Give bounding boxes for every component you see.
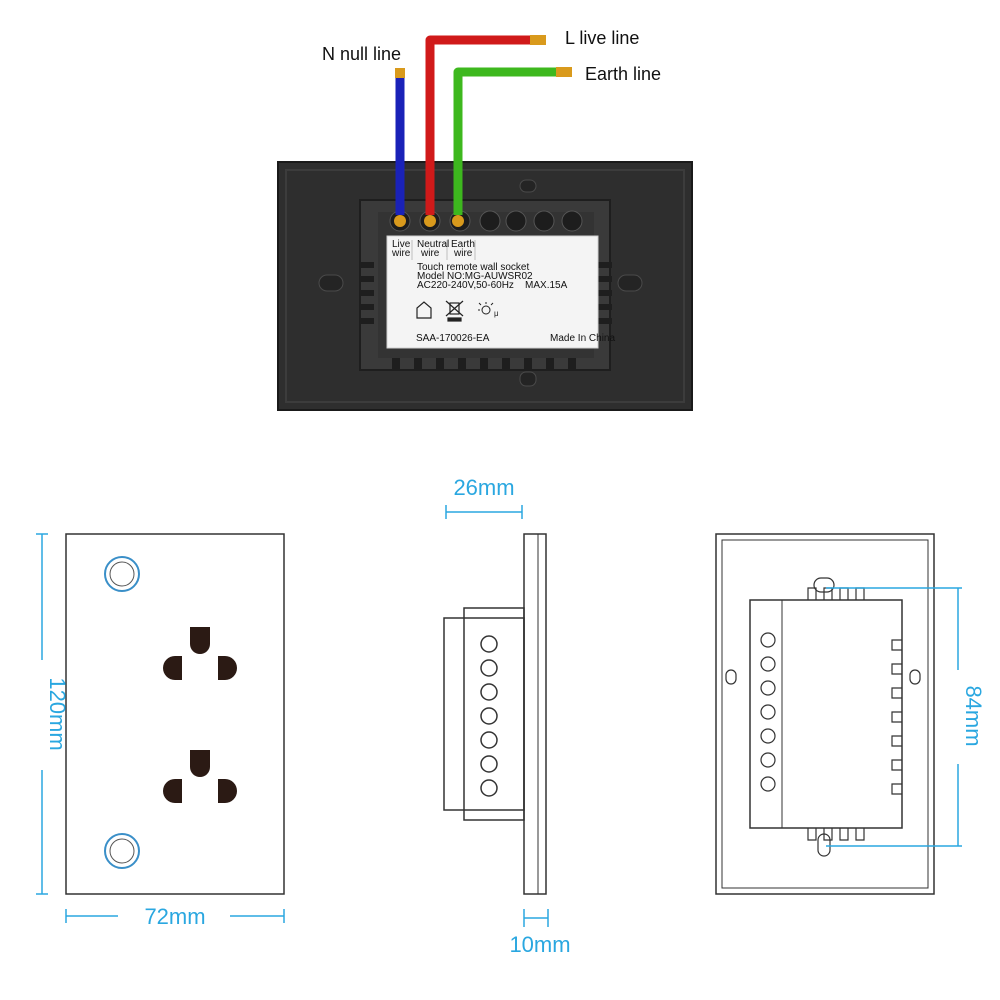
label-neutral-1: Neutral	[417, 239, 449, 250]
module-fins	[360, 262, 612, 370]
product-label	[386, 235, 599, 349]
side-view	[443, 533, 547, 895]
depth-dimension	[445, 505, 523, 519]
label-live-2: wire	[391, 248, 411, 259]
mount-slot-right	[617, 274, 643, 292]
front-plate	[65, 533, 285, 895]
crossed-bin-icon	[445, 300, 464, 322]
back-module-inner	[781, 599, 903, 829]
label-cert: SAA-170026-EA	[416, 333, 490, 344]
sun-micro-icon: μ	[478, 302, 499, 318]
back-module-fins	[891, 639, 902, 795]
outlet-bottom	[163, 750, 237, 803]
front-view	[65, 533, 285, 895]
neutral-wire-copper	[395, 68, 405, 78]
mount-spacing-label: 84mm	[961, 685, 986, 746]
side-terminals	[480, 635, 498, 797]
back-slot-right	[909, 669, 921, 685]
back-view-drawing	[715, 533, 935, 895]
side-module-step	[463, 607, 525, 821]
label-neutral-2: wire	[420, 248, 440, 259]
back-outline-inner	[721, 539, 929, 889]
mount-slot-bottom	[519, 371, 537, 387]
touch-button-top-inner	[109, 561, 135, 587]
width-dimension	[65, 909, 285, 923]
depth-label: 26mm	[453, 475, 514, 500]
svg-text:μ: μ	[494, 309, 499, 318]
label-live-1: Live	[392, 239, 411, 250]
back-module-teeth-bottom	[807, 828, 865, 841]
side-plate	[523, 533, 547, 895]
outlet-top	[163, 627, 237, 680]
label-rating: AC220-240V,50-60Hz MAX.15A	[417, 280, 568, 291]
touch-button-bottom	[104, 833, 140, 869]
earth-wire	[453, 67, 556, 215]
label-earth-1: Earth	[451, 239, 475, 250]
earth-line-label: Earth line	[585, 64, 661, 84]
back-slot-bottom	[817, 833, 831, 857]
back-outline	[715, 533, 935, 895]
thickness-dimension	[523, 909, 549, 927]
earth-wire-copper	[556, 67, 572, 77]
wires	[394, 35, 572, 227]
width-label: 72mm	[144, 904, 205, 929]
height-label: 120mm	[45, 677, 70, 750]
n-null-line-label: N null line	[322, 44, 401, 64]
back-slot-left	[725, 669, 737, 685]
back-terminals	[760, 632, 776, 792]
mount-slot-left	[318, 274, 344, 292]
label-product-name: Touch remote wall socket	[417, 262, 529, 273]
mount-slot-top	[519, 179, 537, 193]
height-dimension	[36, 533, 48, 895]
label-made-in: Made In China	[550, 333, 615, 344]
thickness-label: 10mm	[509, 932, 570, 957]
label-earth-2: wire	[453, 248, 473, 259]
label-model: Model NO:MG-AUWSR02	[417, 271, 533, 282]
live-wire	[425, 35, 530, 215]
house-icon	[416, 301, 432, 319]
mount-spacing-dimension	[826, 587, 962, 847]
back-view-photo: Live wire Neutral wire Earth wire Touch …	[277, 28, 693, 411]
live-wire-copper	[530, 35, 546, 45]
touch-button-top	[104, 556, 140, 592]
back-plate-bevel	[285, 169, 685, 403]
terminal-row	[389, 210, 583, 232]
back-slot-top	[813, 577, 835, 593]
touch-button-bottom-inner	[109, 838, 135, 864]
l-live-line-label: L live line	[565, 28, 639, 48]
